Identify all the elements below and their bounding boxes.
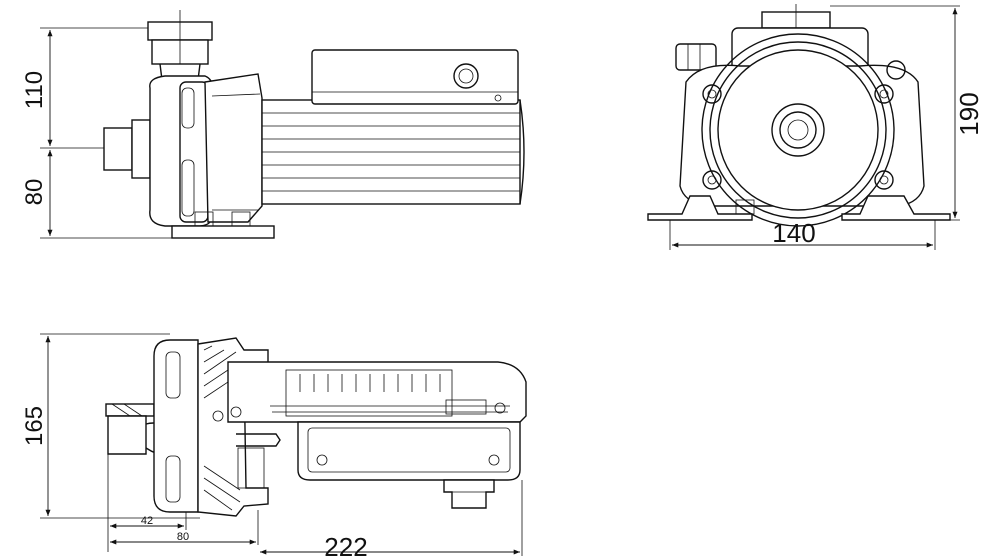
section-view-dimensions: 165 42 80 222 bbox=[21, 333, 523, 556]
section-shaft bbox=[236, 433, 281, 489]
front-view-dimensions: 190 140 bbox=[669, 5, 984, 250]
cable-gland bbox=[675, 43, 717, 71]
section-view: 165 42 80 222 bbox=[21, 333, 527, 556]
dim-110-label: 110 bbox=[21, 71, 48, 109]
dim-80-label: 80 bbox=[21, 179, 48, 206]
dim-140-label: 140 bbox=[772, 218, 815, 248]
volute-casing bbox=[149, 73, 263, 227]
dim-222-label: 222 bbox=[324, 532, 367, 556]
base-foot bbox=[171, 211, 275, 239]
dim-190-label: 190 bbox=[954, 92, 984, 135]
outlet-pipe bbox=[147, 10, 213, 81]
front-casing bbox=[679, 33, 925, 227]
motor-housing bbox=[261, 99, 525, 205]
suction-nozzle bbox=[103, 119, 151, 179]
section-motor bbox=[212, 361, 527, 423]
dim-80-small-label: 80 bbox=[177, 531, 189, 543]
front-feet bbox=[647, 195, 951, 221]
side-view-dimensions: 110 80 bbox=[21, 27, 180, 239]
dim-42-label: 42 bbox=[141, 515, 153, 527]
dim-165-label: 165 bbox=[21, 406, 48, 446]
terminal-box bbox=[311, 49, 519, 105]
section-terminal-box bbox=[297, 421, 521, 509]
front-view: 190 140 bbox=[647, 4, 984, 250]
side-view: 110 80 bbox=[21, 10, 525, 239]
